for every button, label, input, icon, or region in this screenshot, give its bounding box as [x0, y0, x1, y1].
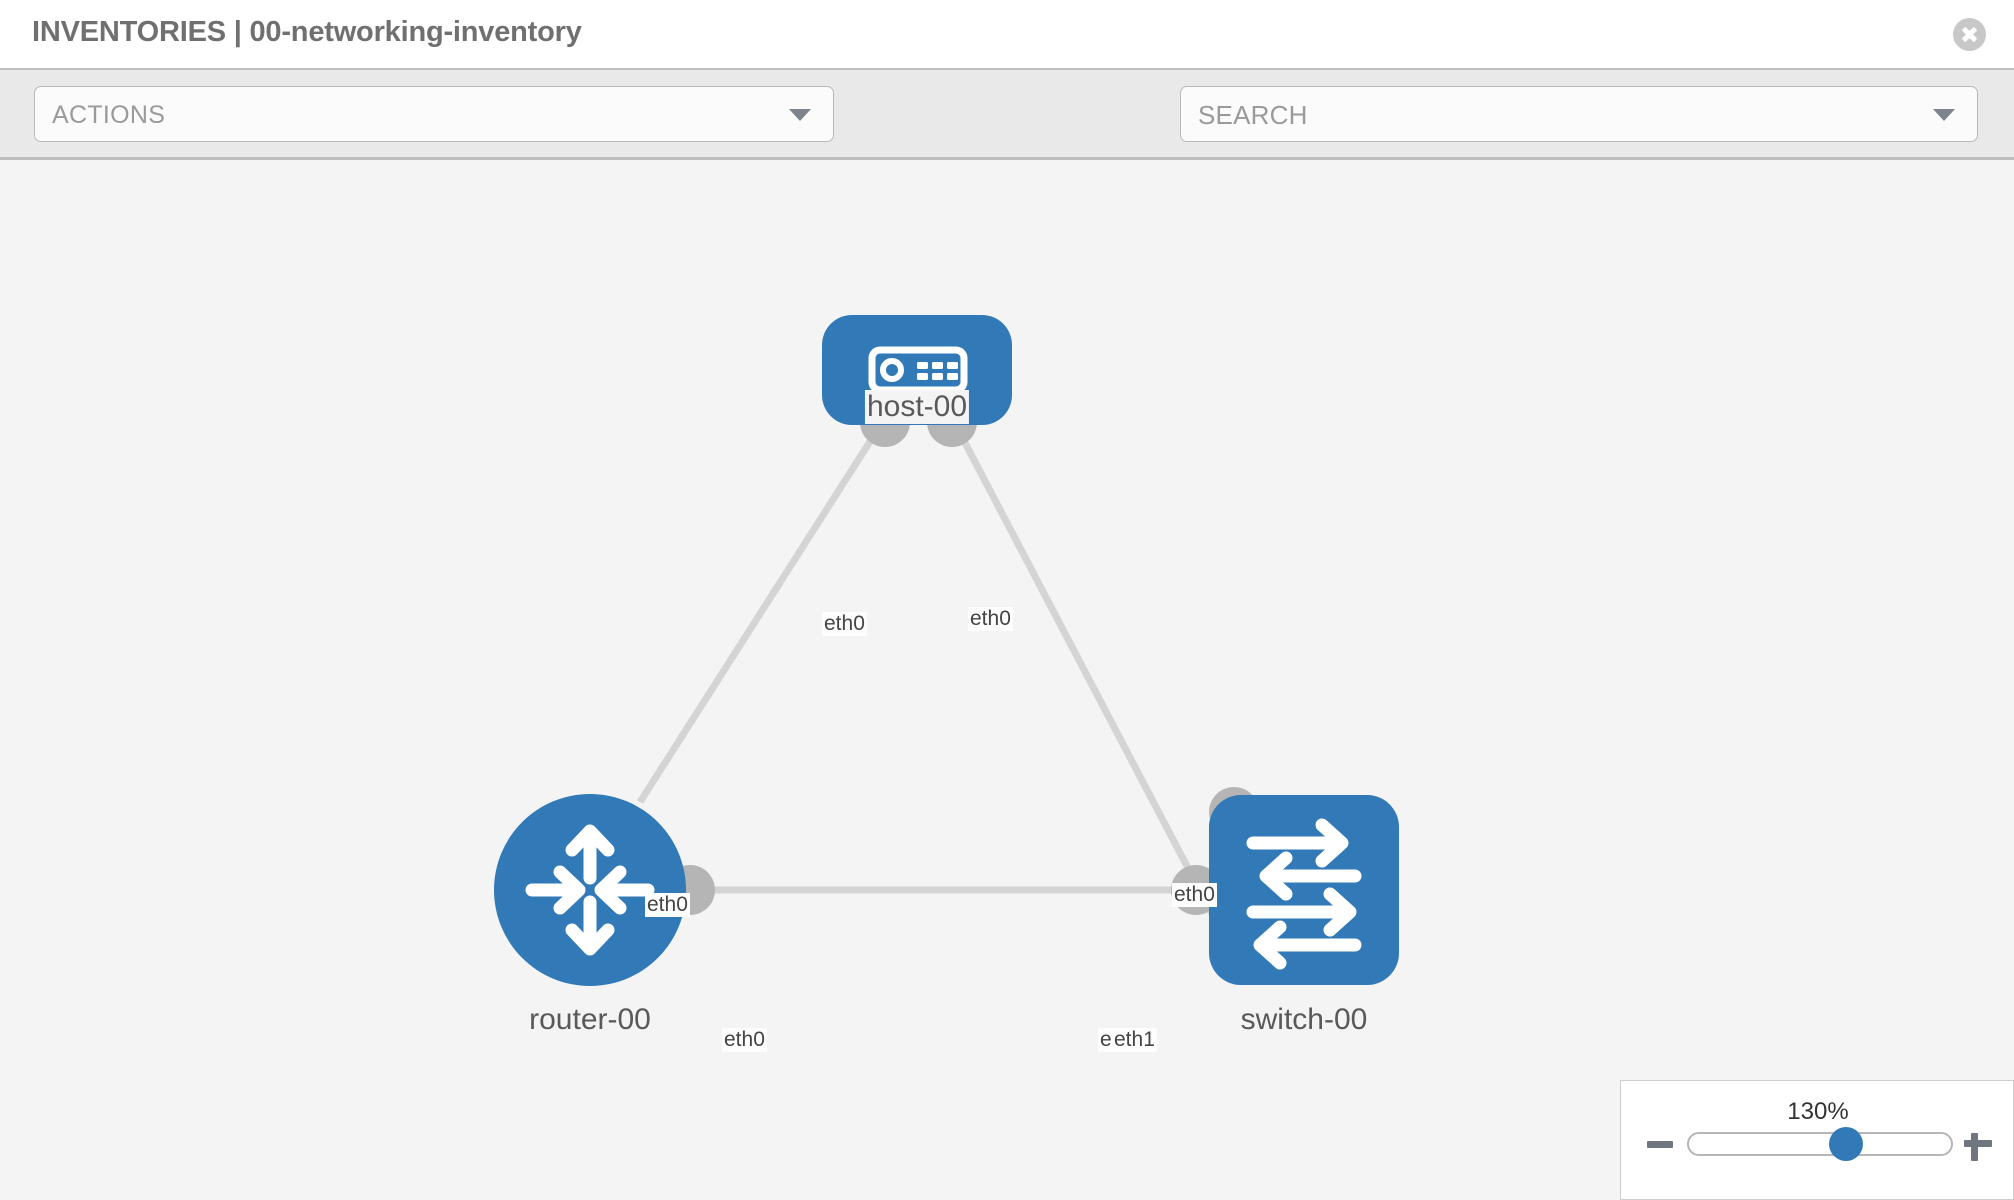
zoom-slider-handle[interactable]: [1829, 1127, 1864, 1161]
edge-label-host00-right: eth0: [968, 607, 1013, 631]
switch-arrows-icon: [1246, 818, 1362, 970]
node-router-00[interactable]: [494, 794, 686, 986]
link-group: [637, 416, 1236, 954]
link-host00-router00[interactable]: [637, 416, 888, 804]
edge-label-switch00-uplink: eth0: [1172, 883, 1217, 907]
search-input[interactable]: SEARCH: [1180, 86, 1978, 142]
topology-graph: [494, 315, 1399, 986]
search-placeholder: SEARCH: [1198, 100, 1308, 130]
zoom-control-panel: 130%: [1620, 1080, 2014, 1200]
page-header: INVENTORIES | 00-networking-inventory: [0, 0, 2014, 68]
node-switch-00[interactable]: [1209, 795, 1399, 985]
node-label-host-00: host-00: [864, 390, 970, 424]
topology-canvas[interactable]: host-00 router-00 switch-00 eth0 eth0 et…: [0, 160, 2014, 1200]
edge-label-switch00-eth1: eth1: [1112, 1028, 1157, 1052]
edge-label-router00-eth0: eth0: [722, 1028, 767, 1052]
zoom-level-value: 130%: [1787, 1098, 1849, 1125]
plus-icon[interactable]: [1961, 1127, 1995, 1161]
link-host00-switch00[interactable]: [948, 416, 1236, 954]
router-arrows-icon: [525, 824, 655, 956]
actions-dropdown-label: ACTIONS: [52, 101, 166, 129]
minus-icon[interactable]: [1643, 1127, 1677, 1161]
close-icon[interactable]: [1953, 18, 1986, 51]
chevron-down-icon: [789, 109, 811, 121]
zoom-slider[interactable]: [1687, 1127, 1953, 1161]
edge-label-host00-left: eth0: [822, 612, 867, 636]
page-title: INVENTORIES | 00-networking-inventory: [32, 16, 582, 48]
chevron-down-icon: [1933, 109, 1955, 121]
actions-dropdown[interactable]: ACTIONS: [34, 86, 834, 142]
edge-label-router00-uplink: eth0: [645, 893, 690, 917]
node-label-switch-00: switch-00: [1238, 1003, 1370, 1037]
node-label-router-00: router-00: [527, 1003, 653, 1037]
toolbar: ACTIONS SEARCH: [0, 68, 2014, 200]
